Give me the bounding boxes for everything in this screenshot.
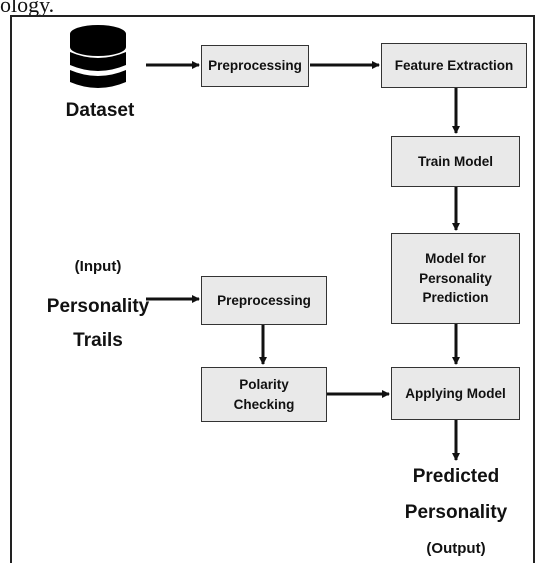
train-model-box: Train Model bbox=[391, 136, 520, 187]
diagram-frame bbox=[10, 15, 535, 563]
input-title-line1: Personality bbox=[46, 296, 150, 317]
database-icon bbox=[70, 25, 126, 88]
output-tag: (Output) bbox=[426, 540, 486, 557]
applying-model-box: Applying Model bbox=[391, 367, 520, 420]
prediction-model-box: Model for Personality Prediction bbox=[391, 233, 520, 324]
preprocessing-box-bottom: Preprocessing bbox=[201, 276, 327, 325]
dataset-label: Dataset bbox=[65, 100, 135, 121]
input-title-line2: Trails bbox=[73, 330, 123, 351]
input-tag: (Input) bbox=[74, 258, 122, 275]
preprocessing-box-top: Preprocessing bbox=[201, 45, 309, 87]
output-title-line2: Personality bbox=[404, 502, 508, 523]
output-title-line1: Predicted bbox=[412, 466, 500, 487]
polarity-checking-box: Polarity Checking bbox=[201, 367, 327, 422]
header-fragment-text: ology. bbox=[0, 0, 55, 17]
feature-extraction-box: Feature Extraction bbox=[381, 43, 527, 88]
